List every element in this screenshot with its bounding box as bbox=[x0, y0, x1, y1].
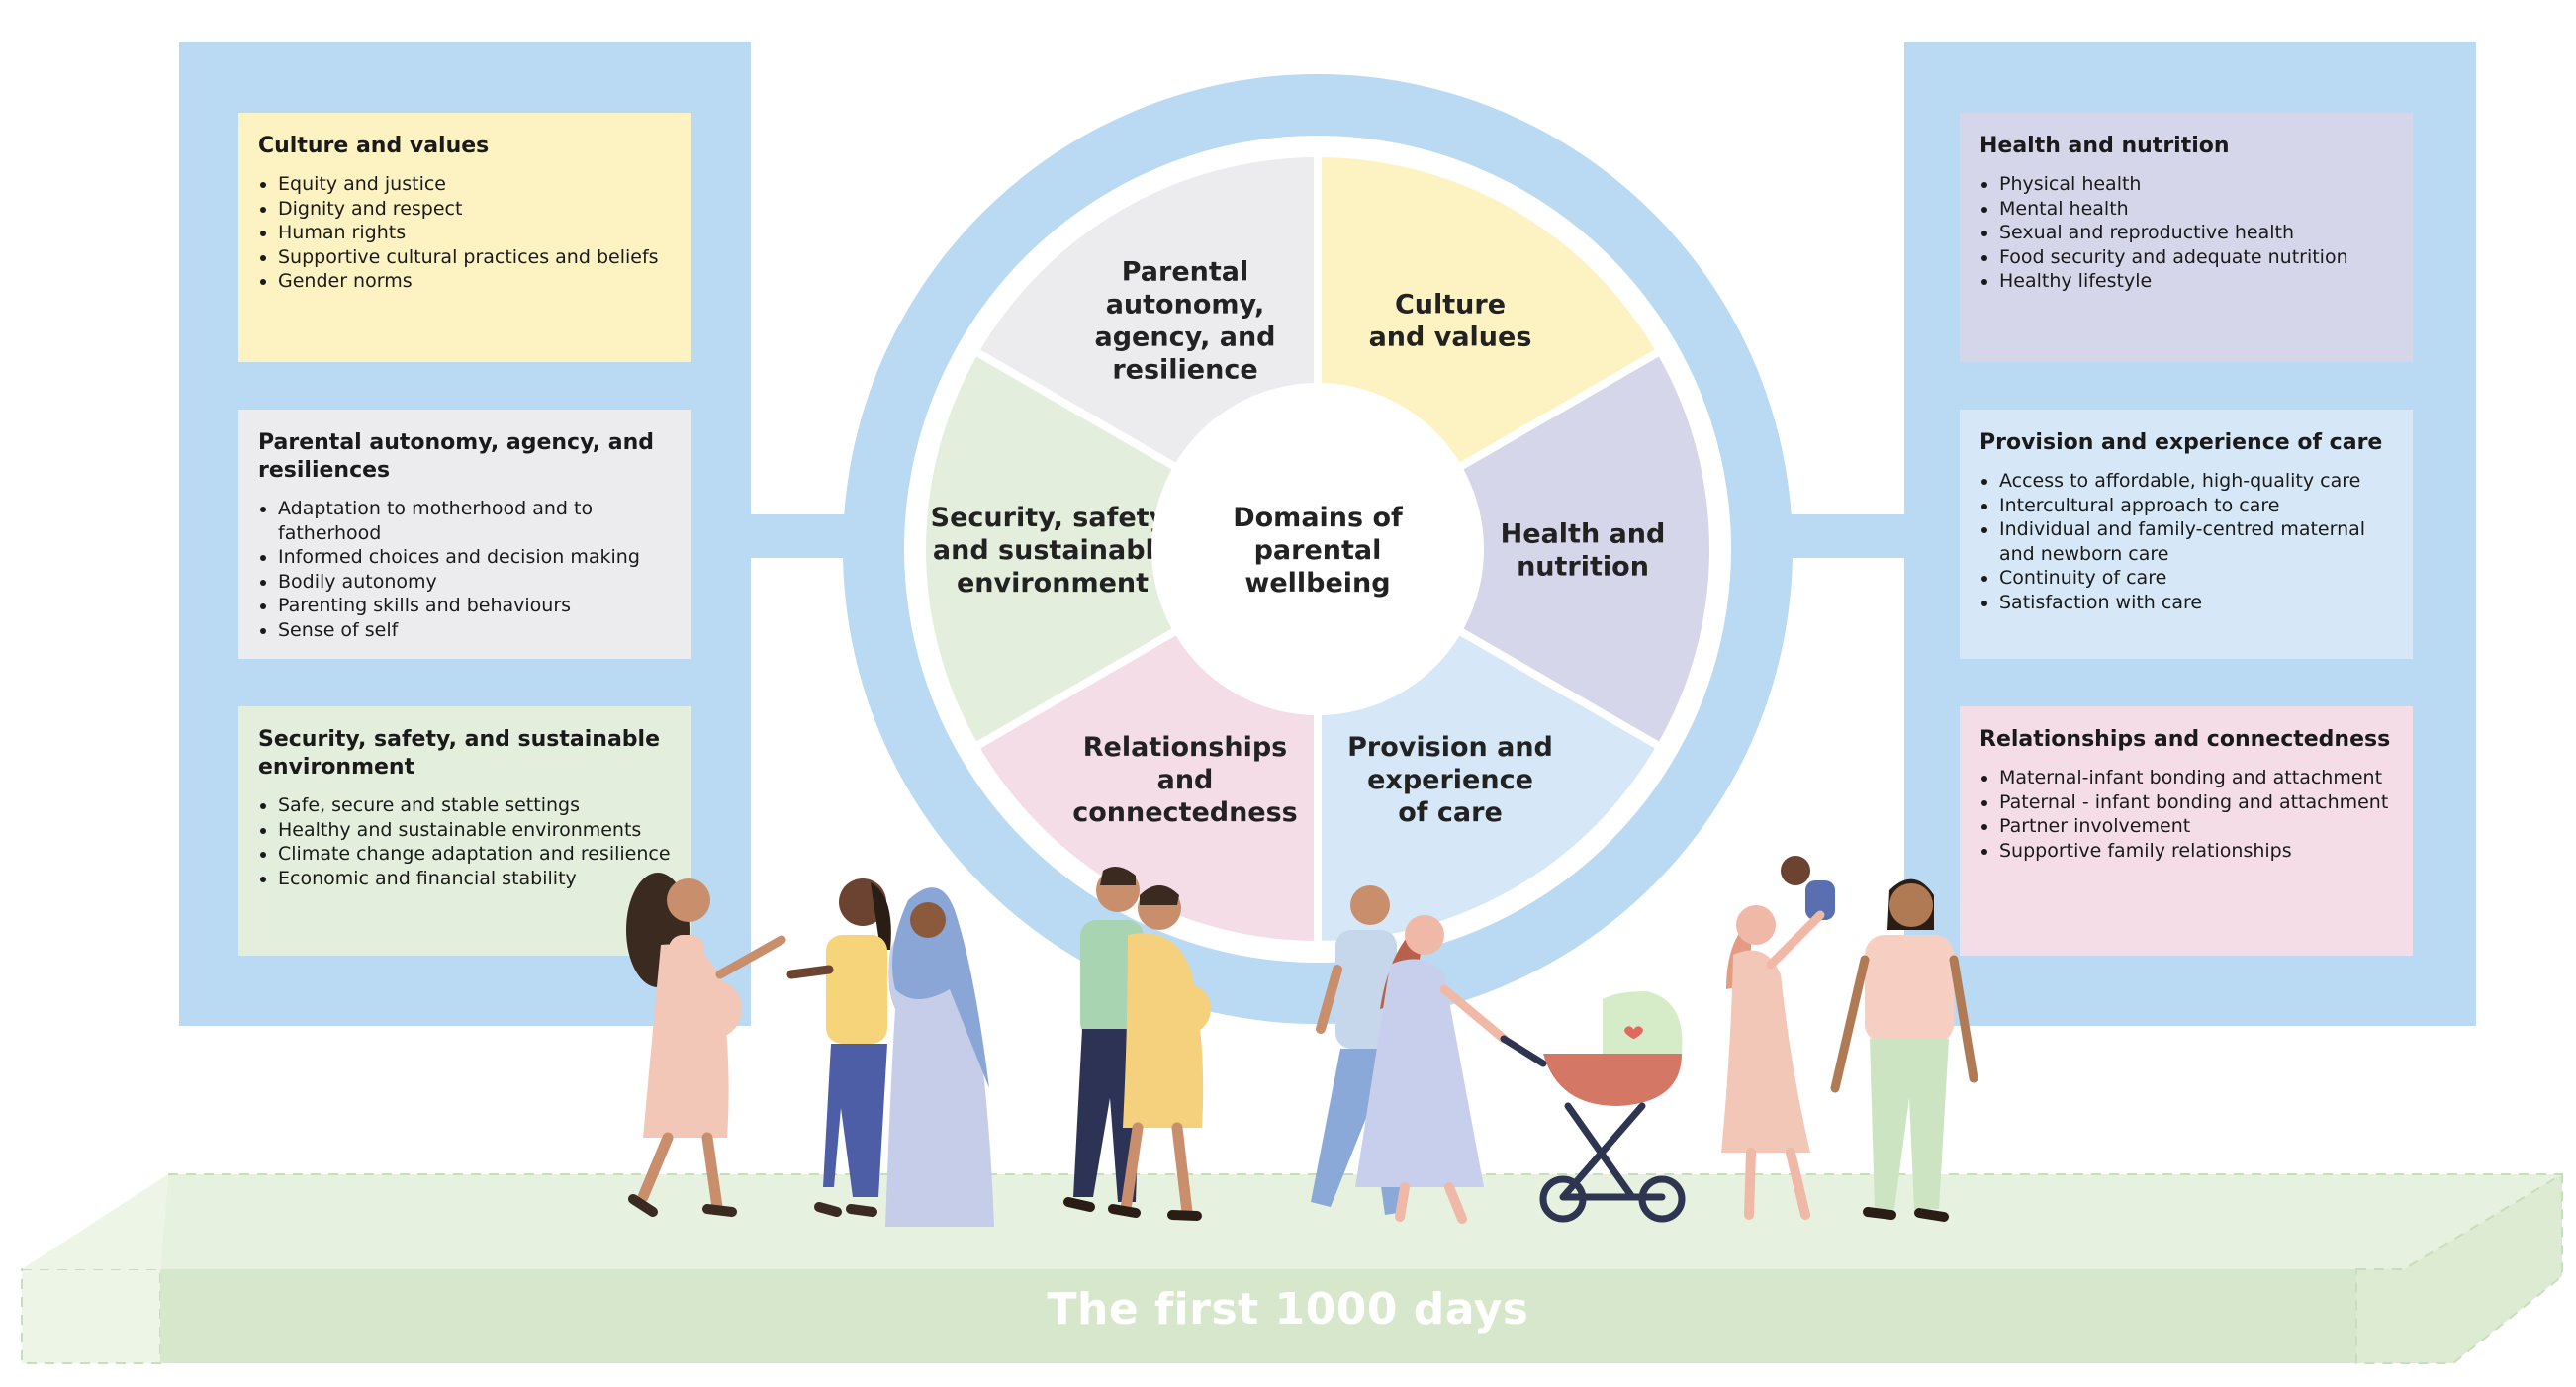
right-connector bbox=[1771, 514, 1909, 558]
card-provision-item: Access to affordable, high-quality care bbox=[1999, 469, 2395, 494]
wheel-label-provision: Provision and bbox=[1347, 732, 1553, 763]
wheel-label-culture: Culture bbox=[1395, 289, 1506, 320]
wheel-segment-health bbox=[1310, 345, 1717, 753]
card-security-list: Safe, secure and stable settingsHealthy … bbox=[258, 793, 674, 890]
card-autonomy-item: Bodily autonomy bbox=[278, 570, 674, 595]
wheel-label-provision: experience bbox=[1367, 765, 1533, 795]
card-health-list: Physical healthMental healthSexual and r… bbox=[1979, 172, 2395, 294]
card-security-title: Security, safety, and sustainable enviro… bbox=[258, 727, 661, 780]
card-culture: Culture and values Equity and justiceDig… bbox=[238, 113, 691, 362]
card-security-item: Climate change adaptation and resilience bbox=[278, 842, 674, 867]
card-provision-item: Intercultural approach to care bbox=[1999, 494, 2395, 518]
card-health: Health and nutrition Physical healthMent… bbox=[1960, 113, 2413, 362]
wheel-center bbox=[1151, 383, 1484, 715]
card-provision-list: Access to affordable, high-quality careI… bbox=[1979, 469, 2395, 614]
card-autonomy-title: Parental autonomy, agency, and resilienc… bbox=[258, 430, 654, 483]
wheel-label-relationships: Relationships bbox=[1083, 732, 1287, 763]
stage-title: The first 1000 days bbox=[1047, 1284, 1529, 1335]
wheel-label-autonomy: Parental bbox=[1122, 256, 1249, 287]
wheel-label-autonomy: resilience bbox=[1112, 354, 1257, 385]
woman-pink-figure bbox=[1830, 878, 1978, 1222]
card-security-item: Safe, secure and stable settings bbox=[278, 793, 674, 818]
card-provision-item: Continuity of care bbox=[1999, 566, 2395, 591]
center-label-line: parental bbox=[1254, 535, 1382, 566]
card-security: Security, safety, and sustainable enviro… bbox=[238, 706, 691, 956]
card-culture-item: Gender norms bbox=[278, 269, 674, 294]
card-provision-title: Provision and experience of care bbox=[1979, 430, 2383, 455]
wheel-label-autonomy: agency, and bbox=[1094, 322, 1275, 352]
wheel-label-culture: and values bbox=[1369, 322, 1532, 352]
walking-couple-figure bbox=[1311, 885, 1509, 1224]
wheel-label-relationships: connectedness bbox=[1072, 797, 1298, 828]
center-label-line: Domains of bbox=[1233, 503, 1403, 533]
woman-hijab-figure bbox=[885, 887, 994, 1227]
card-autonomy-list: Adaptation to motherhood and to fatherho… bbox=[258, 497, 674, 642]
wheel-segment-security bbox=[918, 345, 1326, 753]
stroller-figure bbox=[1500, 991, 1686, 1223]
stage-right-end bbox=[2355, 1172, 2563, 1364]
card-health-title: Health and nutrition bbox=[1979, 134, 2230, 158]
card-autonomy-item: Informed choices and decision making bbox=[278, 545, 674, 570]
card-autonomy-item: Sense of self bbox=[278, 618, 674, 643]
card-culture-item: Human rights bbox=[278, 221, 674, 245]
card-security-item: Healthy and sustainable environments bbox=[278, 818, 674, 843]
card-culture-title: Culture and values bbox=[258, 134, 490, 158]
card-provision-item: Satisfaction with care bbox=[1999, 591, 2395, 615]
card-security-item: Economic and financial stability bbox=[278, 867, 674, 891]
wheel-label-provision: of care bbox=[1398, 797, 1503, 828]
card-provision-item: Individual and family-centred maternal a… bbox=[1999, 517, 2395, 566]
wheel-label-security: and sustainable bbox=[933, 535, 1172, 566]
stage-left-slope bbox=[22, 1174, 168, 1269]
card-health-item: Mental health bbox=[1999, 197, 2395, 222]
woman-yellow-figure bbox=[786, 878, 891, 1217]
card-provision: Provision and experience of care Access … bbox=[1960, 410, 2413, 659]
wheel-label-relationships: and bbox=[1157, 765, 1214, 795]
card-health-item: Physical health bbox=[1999, 172, 2395, 197]
card-relationships-item: Maternal-infant bonding and attachment bbox=[1999, 766, 2395, 790]
card-autonomy: Parental autonomy, agency, and resilienc… bbox=[238, 410, 691, 659]
card-relationships-item: Partner involvement bbox=[1999, 814, 2395, 839]
wheel-label-security: Security, safety, bbox=[931, 503, 1175, 533]
card-relationships-item: Supportive family relationships bbox=[1999, 839, 2395, 864]
card-health-item: Sexual and reproductive health bbox=[1999, 221, 2395, 245]
card-culture-item: Dignity and respect bbox=[278, 197, 674, 222]
stage-top bbox=[160, 1174, 2562, 1269]
card-relationships-list: Maternal-infant bonding and attachmentPa… bbox=[1979, 766, 2395, 863]
card-relationships: Relationships and connectedness Maternal… bbox=[1960, 706, 2413, 956]
wheel-label-security: environment bbox=[957, 568, 1149, 599]
card-culture-item: Supportive cultural practices and belief… bbox=[278, 245, 674, 270]
wheel-label-health: Health and bbox=[1501, 519, 1666, 550]
card-health-item: Food security and adequate nutrition bbox=[1999, 245, 2395, 270]
couple-figure bbox=[1063, 867, 1211, 1221]
card-autonomy-item: Parenting skills and behaviours bbox=[278, 594, 674, 618]
card-autonomy-item: Adaptation to motherhood and to fatherho… bbox=[278, 497, 674, 545]
card-health-item: Healthy lifestyle bbox=[1999, 269, 2395, 294]
pregnant-woman-figure bbox=[626, 873, 786, 1217]
card-relationships-title: Relationships and connectedness bbox=[1979, 727, 2391, 752]
center-label-line: wellbeing bbox=[1244, 568, 1390, 599]
card-relationships-item: Paternal - infant bonding and attachment bbox=[1999, 790, 2395, 815]
wheel-label-autonomy: autonomy, bbox=[1106, 289, 1265, 320]
card-culture-item: Equity and justice bbox=[278, 172, 674, 197]
stage-front bbox=[160, 1269, 2356, 1363]
woman-lifting-baby-figure bbox=[1721, 856, 1835, 1220]
wheel-label-health: nutrition bbox=[1517, 552, 1649, 583]
card-culture-list: Equity and justiceDignity and respectHum… bbox=[258, 172, 674, 294]
